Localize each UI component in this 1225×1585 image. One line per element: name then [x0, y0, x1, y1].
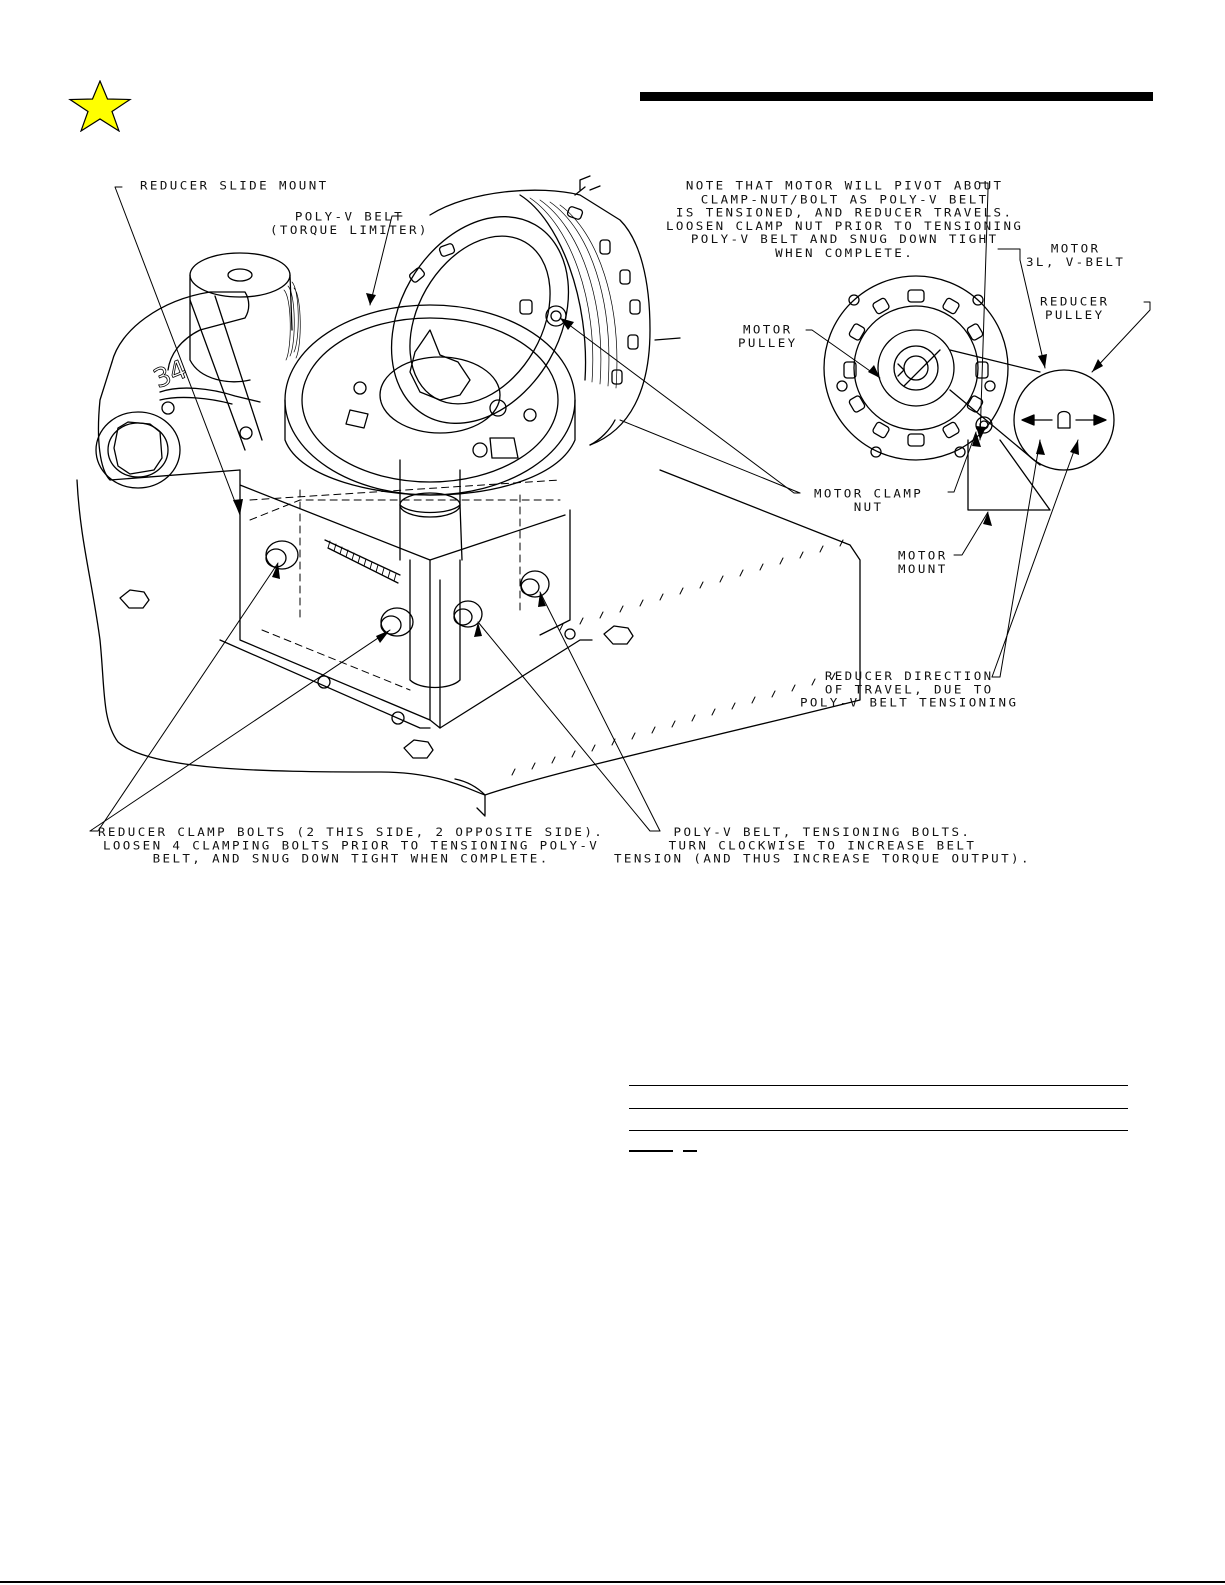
coupling-disc	[284, 304, 576, 689]
label-motor-mount: MOTOR MOUNT	[898, 548, 948, 576]
motor-drawing	[390, 175, 681, 446]
threaded-rod	[324, 539, 401, 584]
leader-lines	[89, 182, 1151, 832]
detail-slots	[843, 289, 989, 447]
short-rule-1	[629, 1150, 673, 1152]
label-motor-pulley: MOTOR PULLEY	[738, 322, 798, 350]
label-pivot-note: NOTE THAT MOTOR WILL PIVOT ABOUT CLAMP-N…	[666, 178, 1024, 260]
base-plate	[76, 469, 861, 817]
housing-number: 34	[149, 355, 191, 395]
leader-arrowheads	[233, 293, 1103, 643]
plate-edge-ticks	[511, 539, 844, 776]
footer-rule	[0, 1581, 1225, 1583]
motor-slots	[409, 206, 641, 385]
label-tensioning-bolts: POLY-V BELT, TENSIONING BOLTS. TURN CLOC…	[614, 824, 1031, 866]
label-reducer-pulley: REDUCER PULLEY	[1040, 294, 1110, 322]
label-poly-v-belt: POLY-V BELT (TORQUE LIMITER)	[270, 209, 429, 237]
short-rule-2	[683, 1150, 697, 1152]
header-rule	[640, 92, 1153, 101]
label-motor-clamp-nut: MOTOR CLAMP NUT	[814, 486, 924, 514]
label-reducer-slide-mount: REDUCER SLIDE MOUNT	[140, 178, 329, 193]
blank-rule-2	[629, 1108, 1128, 1109]
direction-arrows	[1021, 414, 1107, 426]
detail-diagram	[823, 275, 1115, 511]
slide-mount-bracket	[219, 469, 593, 729]
blank-rule-1	[629, 1085, 1128, 1086]
reducer-pulley-drawing	[189, 252, 301, 451]
star-shape	[68, 80, 132, 132]
star-icon	[68, 80, 132, 132]
blank-rule-3	[629, 1130, 1128, 1131]
reducer-housing: 34	[95, 291, 634, 759]
label-reducer-direction: REDUCER DIRECTION OF TRAVEL, DUE TO POLY…	[800, 668, 1019, 710]
label-motor-v-belt: MOTOR 3L, V-BELT	[1026, 241, 1126, 269]
label-reducer-clamp-bolts: REDUCER CLAMP BOLTS (2 THIS SIDE, 2 OPPO…	[98, 824, 605, 866]
